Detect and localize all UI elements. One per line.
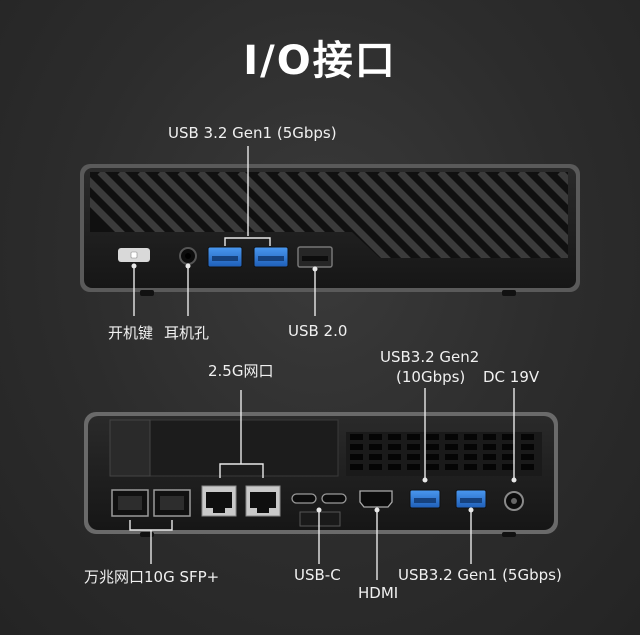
power-button[interactable] bbox=[118, 248, 150, 262]
vent-slot bbox=[445, 434, 458, 440]
usb32-gen1-port-2[interactable] bbox=[253, 246, 289, 268]
vent-slot bbox=[502, 434, 515, 440]
vent-slot bbox=[369, 434, 382, 440]
vent-slot bbox=[350, 464, 363, 470]
vent-slot bbox=[369, 454, 382, 460]
vent-slot bbox=[426, 464, 439, 470]
vent-slot bbox=[407, 464, 420, 470]
vent-slot bbox=[521, 434, 534, 440]
sfp-port-1[interactable] bbox=[111, 489, 149, 517]
vent-slot bbox=[483, 464, 496, 470]
vent-slot bbox=[388, 444, 401, 450]
vent-slot bbox=[388, 454, 401, 460]
vent-slot bbox=[369, 444, 382, 450]
vent-slot bbox=[464, 444, 477, 450]
lan-25g-port-2[interactable] bbox=[245, 485, 281, 517]
label-usb32-gen2-line1: USB3.2 Gen2 bbox=[380, 348, 480, 366]
vent-slot bbox=[426, 434, 439, 440]
label-dc-19v: DC 19V bbox=[483, 368, 540, 386]
vent-slot bbox=[426, 454, 439, 460]
usb32-gen1-port-1[interactable] bbox=[207, 246, 243, 268]
page-title: I/O接口 bbox=[243, 38, 397, 84]
vent-slot bbox=[521, 464, 534, 470]
vent-slot bbox=[407, 454, 420, 460]
vent-slot bbox=[407, 444, 420, 450]
front-leader-lines bbox=[133, 146, 316, 316]
vent-slot bbox=[464, 464, 477, 470]
vent-slot bbox=[464, 454, 477, 460]
label-usb32-gen1-rear: USB3.2 Gen1 (5Gbps) bbox=[398, 566, 562, 584]
lan-25g-port-1[interactable] bbox=[201, 485, 237, 517]
usb20-port[interactable] bbox=[297, 246, 333, 268]
front-panel-device bbox=[80, 164, 580, 296]
vent-slot bbox=[483, 454, 496, 460]
vent-slot bbox=[407, 434, 420, 440]
vent-slot bbox=[350, 434, 363, 440]
vent-slot bbox=[388, 464, 401, 470]
vent-slot bbox=[426, 444, 439, 450]
vent-slot bbox=[483, 434, 496, 440]
kensington-slot bbox=[299, 511, 341, 527]
headphone-jack[interactable] bbox=[179, 247, 197, 265]
vent-slot bbox=[445, 464, 458, 470]
vent-slot bbox=[483, 444, 496, 450]
label-power-key: 开机键 bbox=[108, 324, 154, 342]
vent-slot bbox=[445, 454, 458, 460]
vent-slot bbox=[350, 454, 363, 460]
vent-slot bbox=[502, 464, 515, 470]
label-usb32-gen1-front: USB 3.2 Gen1 (5Gbps) bbox=[168, 124, 337, 142]
label-sfp-plus: 万兆网口10G SFP+ bbox=[84, 568, 220, 586]
rear-vent-slots bbox=[350, 434, 534, 470]
label-usb32-gen2-line2: (10Gbps) bbox=[396, 368, 466, 386]
vent-slot bbox=[502, 444, 515, 450]
vent-slot bbox=[445, 444, 458, 450]
vent-slot bbox=[502, 454, 515, 460]
label-usb20: USB 2.0 bbox=[288, 322, 348, 340]
hdmi-port[interactable] bbox=[359, 490, 393, 508]
vent-slot bbox=[521, 444, 534, 450]
vent-slot bbox=[350, 444, 363, 450]
usb32-gen2-port[interactable] bbox=[409, 489, 441, 509]
rear-leader-lines bbox=[129, 388, 515, 580]
vent-slot bbox=[388, 434, 401, 440]
label-hdmi: HDMI bbox=[358, 584, 399, 602]
usbc-port-2[interactable] bbox=[321, 493, 347, 504]
usbc-port-1[interactable] bbox=[291, 493, 317, 504]
label-lan-25g: 2.5G网口 bbox=[208, 362, 274, 380]
sfp-port-2[interactable] bbox=[153, 489, 191, 517]
vent-slot bbox=[521, 454, 534, 460]
vent-slot bbox=[464, 434, 477, 440]
rear-usb32-gen1-port[interactable] bbox=[455, 489, 487, 509]
vent-slot bbox=[369, 464, 382, 470]
label-headphone-jack: 耳机孔 bbox=[164, 324, 210, 342]
label-usbc: USB-C bbox=[294, 566, 341, 584]
dc-power-jack[interactable] bbox=[504, 491, 524, 511]
